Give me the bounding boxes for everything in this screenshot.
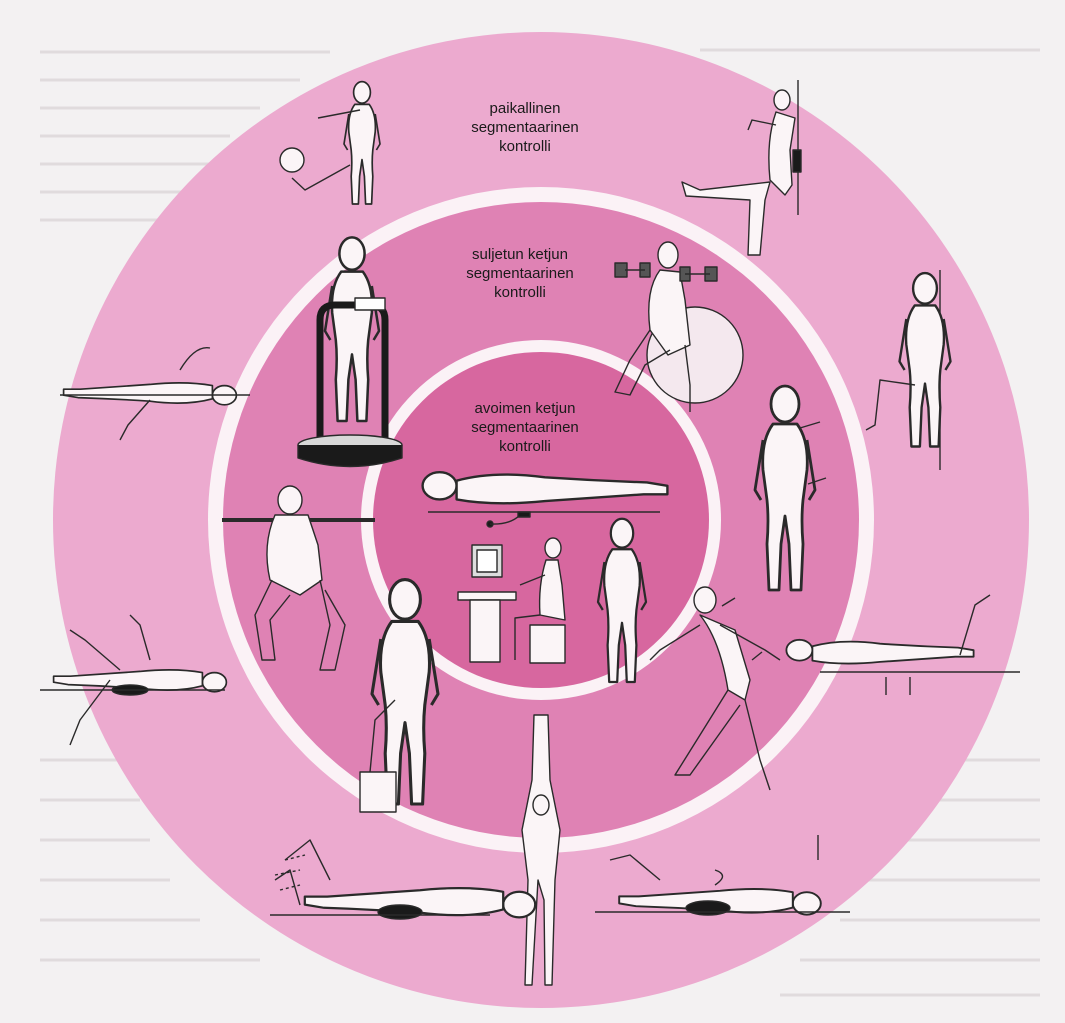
inner-core-label-line: segmentaarinen: [435, 418, 615, 437]
inner-core-label: avoimen ketjun segmentaarinen kontrolli: [435, 399, 615, 456]
middle-ring-label: suljetun ketjun segmentaarinen kontrolli: [430, 245, 610, 302]
middle-ring-label-line: segmentaarinen: [430, 264, 610, 283]
inner-core-label-line: avoimen ketjun: [435, 399, 615, 418]
inner-core-label-line: kontrolli: [435, 437, 615, 456]
outer-ring-label-line: segmentaarinen: [440, 118, 610, 137]
outer-ring-label-line: paikallinen: [440, 99, 610, 118]
middle-ring-label-line: suljetun ketjun: [430, 245, 610, 264]
outer-ring-label-line: kontrolli: [440, 137, 610, 156]
middle-ring-label-line: kontrolli: [430, 283, 610, 302]
outer-ring-label: paikallinen segmentaarinen kontrolli: [440, 99, 610, 156]
